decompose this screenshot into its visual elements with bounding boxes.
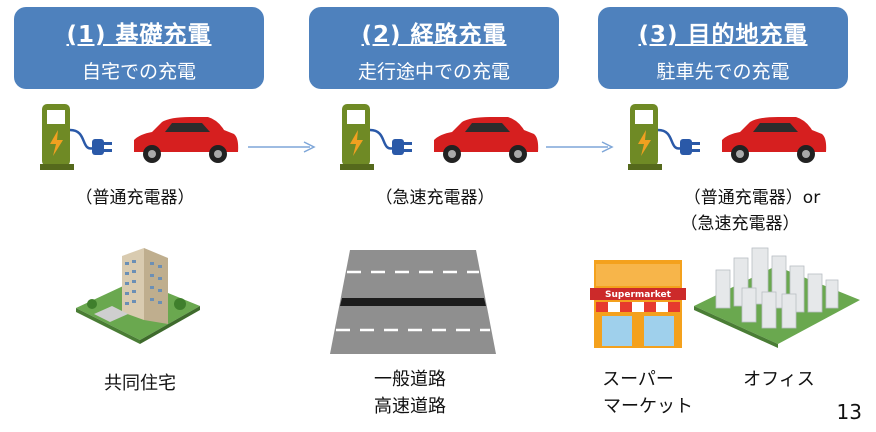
- charging-scene-3: [628, 104, 827, 170]
- plug-icon: [657, 128, 700, 155]
- charger-type-label-line1: （普通充電器）or: [683, 188, 821, 208]
- arrow-right-icon: [546, 141, 614, 153]
- road-icon: [330, 250, 496, 354]
- charger-type-label: （普通充電器）: [75, 188, 195, 208]
- charging-scene-2: [340, 104, 539, 170]
- road-label-line2: 高速道路: [374, 396, 446, 417]
- charger-icon: [340, 104, 374, 170]
- header-title: (2) 経路充電: [361, 22, 507, 48]
- office-label: オフィス: [743, 369, 815, 390]
- charging-scene-1: [40, 104, 239, 170]
- header-subtitle: 走行途中での充電: [357, 61, 510, 83]
- header-title: (3) 目的地充電: [638, 22, 808, 48]
- page-number: 13: [836, 400, 862, 424]
- apartment-building-icon: [76, 248, 200, 344]
- apartment-label: 共同住宅: [104, 373, 176, 394]
- arrow-right-icon: [248, 141, 316, 153]
- car-icon: [434, 117, 539, 163]
- header-subtitle: 自宅での充電: [81, 61, 196, 83]
- road-label-line1: 一般道路: [374, 369, 446, 390]
- supermarket-icon: Supermarket: [590, 260, 686, 348]
- header-basic-charging: (1) 基礎充電 自宅での充電: [14, 7, 264, 89]
- header-route-charging: (2) 経路充電 走行途中での充電: [309, 7, 559, 89]
- office-buildings-icon: [694, 247, 860, 348]
- supermarket-label-line1: スーパー: [602, 369, 674, 390]
- supermarket-label-line2: マーケット: [603, 396, 693, 417]
- header-destination-charging: (3) 目的地充電 駐車先での充電: [598, 7, 848, 89]
- header-subtitle: 駐車先での充電: [656, 61, 790, 83]
- supermarket-sign-text: Supermarket: [605, 290, 672, 300]
- plug-icon: [69, 128, 112, 155]
- charger-type-label: （急速充電器）: [375, 188, 495, 208]
- plug-icon: [369, 128, 412, 155]
- car-icon: [722, 117, 827, 163]
- charger-icon: [628, 104, 662, 170]
- header-title: (1) 基礎充電: [66, 22, 212, 48]
- charger-icon: [40, 104, 74, 170]
- car-icon: [134, 117, 239, 163]
- charger-type-label-line2: （急速充電器）: [680, 214, 800, 234]
